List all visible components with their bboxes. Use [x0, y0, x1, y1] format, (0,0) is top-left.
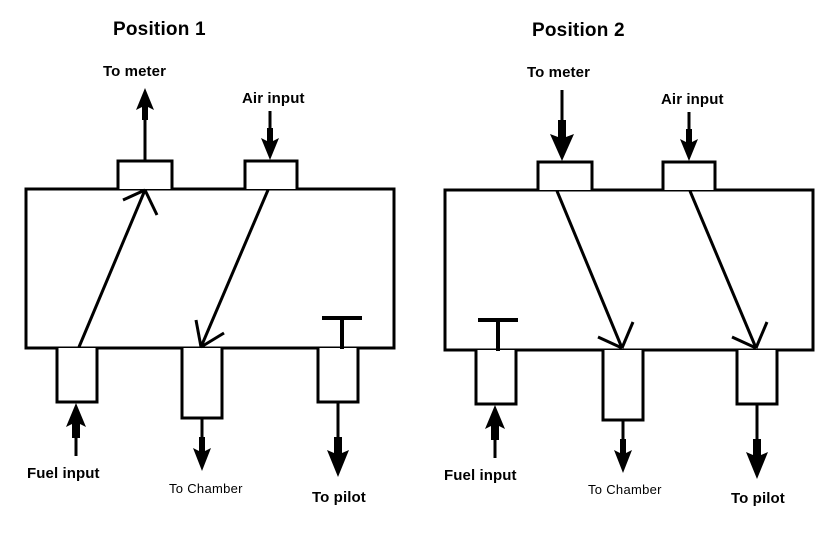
flow-arrow-to-meter-2 — [550, 90, 574, 161]
flow-arrow-fuel-input-1 — [66, 403, 86, 456]
label-air-input-1: Air input — [242, 90, 305, 107]
port-box-air-input-1 — [243, 159, 299, 189]
port-box-fuel-input-2 — [474, 350, 518, 406]
flow-arrow-fuel-input-2 — [485, 405, 505, 458]
flow-arrow-air-input-1 — [261, 111, 279, 160]
port-box-to-meter-1 — [116, 159, 174, 189]
label-fuel-input-1: Fuel input — [27, 465, 100, 482]
label-to-chamber-2: To Chamber — [588, 482, 662, 497]
panel-position-1 — [24, 88, 396, 477]
port-box-to-chamber-2 — [601, 350, 645, 422]
port-box-to-pilot-1 — [316, 348, 360, 404]
port-box-fuel-input-1 — [55, 348, 99, 404]
flow-arrow-to-chamber-1 — [193, 418, 211, 471]
flow-arrow-air-input-2 — [680, 112, 698, 161]
port-box-to-meter-2 — [536, 160, 594, 190]
port-box-to-pilot-2 — [735, 350, 779, 406]
label-to-chamber-1: To Chamber — [169, 481, 243, 496]
blocking-plug-to-pilot-1 — [322, 316, 362, 349]
port-box-air-input-2 — [661, 160, 717, 190]
flow-arrow-to-pilot-1 — [327, 402, 349, 477]
flow-arrow-to-chamber-2 — [614, 420, 632, 473]
label-to-meter-1: To meter — [103, 63, 167, 80]
label-to-meter-2: To meter — [527, 64, 591, 81]
flow-arrow-to-meter-1 — [136, 88, 154, 161]
flow-arrow-to-pilot-2 — [746, 404, 768, 479]
panel-position-2 — [443, 90, 815, 479]
label-to-pilot-1: To pilot — [312, 489, 366, 506]
label-fuel-input-2: Fuel input — [444, 467, 517, 484]
valve-body-2 — [443, 188, 815, 352]
panel-title-position-2: Position 2 — [532, 20, 625, 41]
flow-channel-air-to-pilot-2 — [688, 190, 769, 350]
flow-channel-air-to-chamber-1 — [194, 189, 270, 349]
port-box-to-chamber-1 — [180, 348, 224, 420]
panel-title-position-1: Position 1 — [113, 19, 206, 40]
label-to-pilot-2: To pilot — [731, 490, 785, 507]
blocking-plug-fuel-input-2 — [478, 318, 518, 351]
label-air-input-2: Air input — [661, 91, 724, 108]
flow-channel-fuel-to-meter-1 — [77, 188, 159, 348]
flow-channel-meter-to-chamber-2 — [555, 190, 635, 350]
